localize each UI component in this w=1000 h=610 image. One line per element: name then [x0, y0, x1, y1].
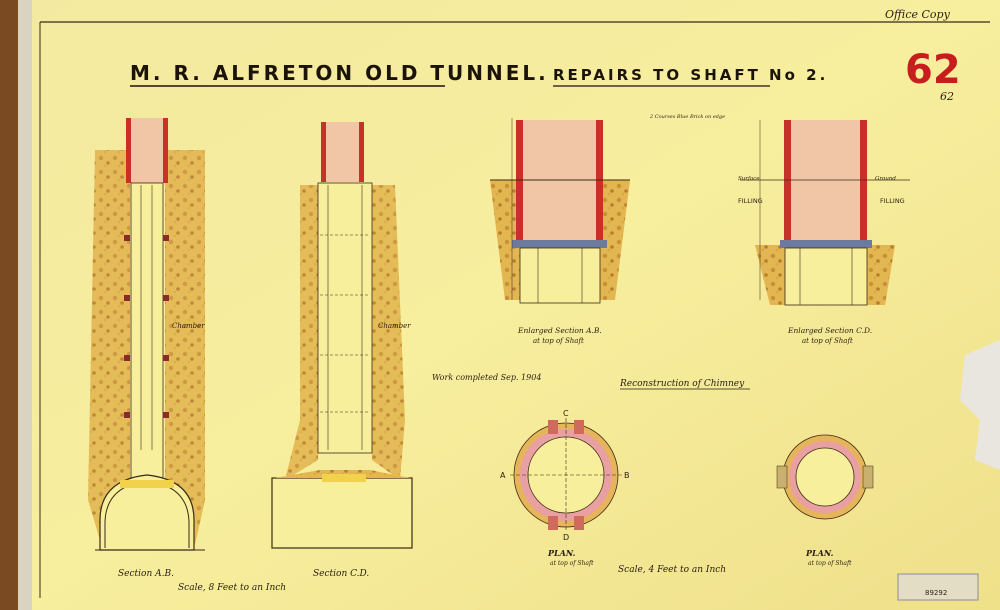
enlarged-cd-label: Enlarged Section C.D. [787, 326, 872, 335]
plan-2-sub: at top of Shaft [808, 560, 852, 567]
enlarged-section-cd-drawing: Surface Ground FILLING FILLING [738, 120, 910, 306]
filling-right-label: FILLING [880, 197, 905, 205]
surface-label: Surface [738, 176, 760, 182]
torn-edge-right [960, 340, 1000, 470]
enlarged-ab-sub-label: at top of Shaft [533, 337, 584, 345]
binding-strip [0, 0, 18, 610]
office-copy-stamp: Office Copy [885, 8, 951, 21]
plan-letter-b: B [624, 471, 630, 480]
reference-number: 89292 [925, 589, 947, 597]
scale-8-feet-label: Scale, 8 Feet to an Inch [178, 583, 286, 593]
enlarged-ab-label: Enlarged Section A.B. [517, 326, 602, 335]
section-ab-drawing: Chamber [88, 118, 205, 551]
filling-left-label: FILLING [738, 197, 763, 205]
courses-note: 2 Courses Blue Brick on edge [649, 114, 725, 120]
sheet-number-pencil: 62 [940, 90, 954, 103]
plan-letter-d: D [563, 533, 569, 542]
section-cd-drawing: Chamber [271, 122, 413, 549]
scale-4-feet-label: Scale, 4 Feet to an Inch [618, 565, 726, 575]
plan-2-drawing [776, 434, 874, 520]
ground-label: Ground [875, 176, 896, 182]
enlarged-cd-sub-label: at top of Shaft [802, 337, 853, 345]
drawing-title: M. R. ALFRETON OLD TUNNEL. [130, 61, 549, 85]
chamber-ab-label: Chamber [172, 322, 205, 330]
plan-2-title: PLAN. [805, 548, 834, 558]
plan-1-title: PLAN. [547, 548, 576, 558]
plan-1-sub: at top of Shaft [550, 560, 594, 567]
section-cd-label: Section C.D. [313, 569, 369, 579]
archive-stamp [897, 573, 979, 601]
plan-1-drawing: A B C D [500, 409, 630, 542]
enlarged-section-ab-drawing: 2 Courses Blue Brick on edge [490, 114, 725, 304]
drawing-subtitle: REPAIRS TO SHAFT No 2. [553, 66, 828, 84]
plan-letter-c: C [563, 409, 569, 418]
sheet-number: 62 [905, 47, 961, 93]
binding-strip-linen [18, 0, 32, 610]
work-completed-note: Work completed Sep. 1904 [432, 373, 541, 382]
chamber-cd-label: Chamber [378, 322, 411, 330]
section-ab-label: Section A.B. [118, 569, 174, 579]
reconstruction-title: Reconstruction of Chimney [619, 379, 745, 389]
plan-letter-a: A [500, 471, 506, 480]
